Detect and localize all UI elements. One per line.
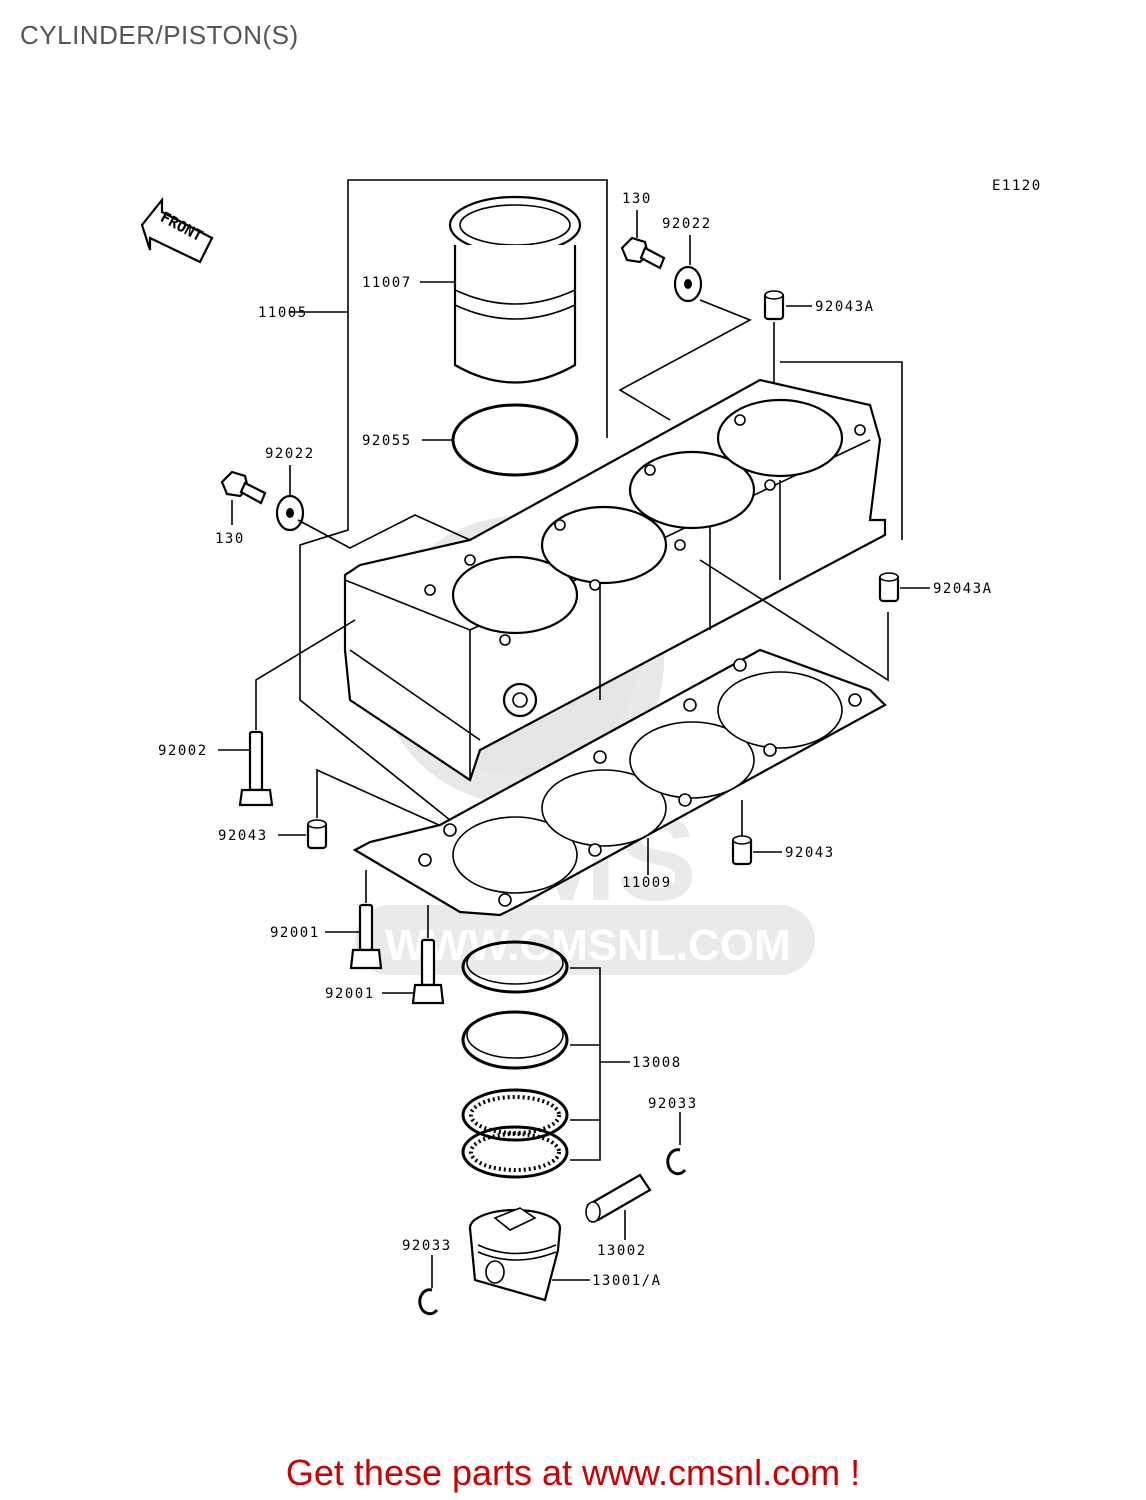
bolt-92001-b [411,938,445,1005]
label-13008: 13008 [632,1055,682,1071]
parts-diagram: CMS WWW.CMSNL.COM FRONT E1120 [140,178,1042,1316]
label-92043A-top: 92043A [815,299,875,315]
bolt-130-left [220,470,267,505]
cylinder-gasket [352,648,887,917]
front-arrow-icon: FRONT [140,196,214,264]
o-ring [451,403,579,477]
washer-92022-left [275,494,305,532]
piston-ring-second [461,1010,569,1070]
cylinder-liner [448,195,582,384]
piston [468,1207,562,1302]
label-13002: 13002 [597,1243,647,1259]
label-92043A-right: 92043A [933,581,993,597]
dowel-92043A-top [763,290,785,321]
page-title: CYLINDER/PISTON(S) [20,20,299,50]
label-92001-b: 92001 [325,986,375,1002]
diagram-code: E1120 [992,178,1042,194]
circlip-right [666,1148,687,1176]
label-130-top: 130 [622,191,652,207]
label-11007: 11007 [362,275,412,291]
circlip-left [418,1288,439,1316]
label-92033-left: 92033 [402,1238,452,1254]
cylinder-block [343,378,887,782]
stud-bolt-92002 [238,730,274,807]
label-92001-a: 92001 [270,925,320,941]
dowel-92043A-right [878,572,900,603]
bolt-130-top [620,236,666,270]
piston-pin [585,1173,652,1223]
washer-92022-top [673,265,703,303]
label-92002: 92002 [158,743,208,759]
label-92022-left: 92022 [265,446,315,462]
label-11005: 11005 [258,305,308,321]
label-92043-left: 92043 [218,828,268,844]
svg-text:WWW.CMSNL.COM: WWW.CMSNL.COM [385,921,791,970]
dowel-92043-right [731,835,753,866]
piston-ring-top [461,940,569,994]
label-11009: 11009 [622,875,672,891]
oil-ring [461,1088,569,1179]
label-92043-right: 92043 [785,845,835,861]
label-13001A: 13001/A [592,1273,662,1289]
label-92033-right: 92033 [648,1096,698,1112]
label-92055: 92055 [362,433,412,449]
footer-cta-link[interactable]: Get these parts at www.cmsnl.com ! [285,1452,861,1493]
label-92022-top: 92022 [662,216,712,232]
dowel-92043-left [306,819,328,850]
label-130-left: 130 [215,531,245,547]
bolt-92001-a [349,903,383,970]
